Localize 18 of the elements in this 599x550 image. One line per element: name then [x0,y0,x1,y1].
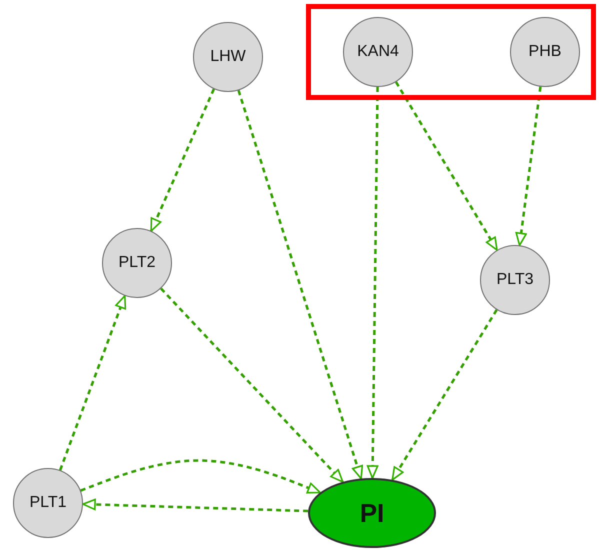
arrow [391,309,498,481]
arrow [80,459,321,494]
arrow [82,498,308,512]
arrow [366,86,379,479]
node-label: PLT1 [29,494,67,512]
node-label: PLT2 [118,254,156,272]
arrow [150,88,215,232]
arrow [515,86,542,246]
node-label: PLT3 [496,271,534,289]
node-label: PI [360,498,384,528]
arrow [160,288,344,483]
node-label: KAN4 [357,43,399,61]
arrow [59,295,126,471]
node-label: LHW [210,48,246,66]
node-label: PHB [528,43,562,61]
highlight-frame [306,4,596,100]
arrow [394,81,498,251]
arrow [237,90,364,480]
